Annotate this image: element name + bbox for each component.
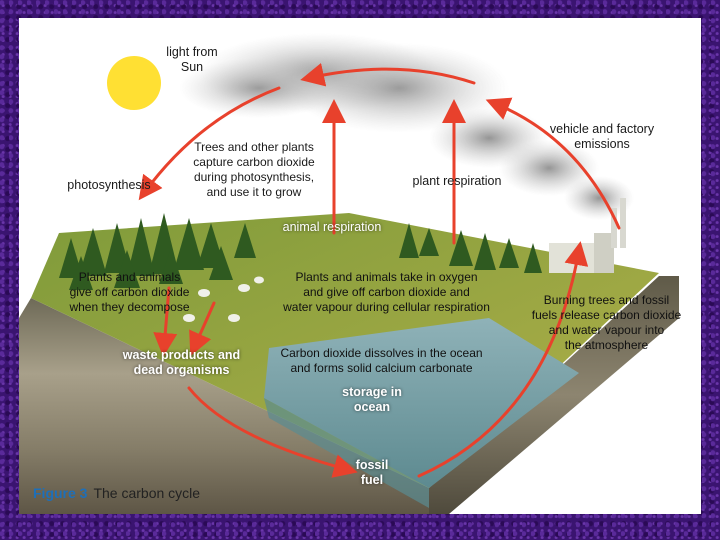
caption-number: Figure 3 [33, 485, 87, 501]
label-plant-respiration: plant respiration [397, 174, 517, 189]
figure-caption: Figure 3 The carbon cycle [33, 485, 200, 501]
carbon-cycle-diagram [19, 18, 701, 514]
label-photosynthesis: photosynthesis [49, 178, 169, 193]
label-animal-respiration: animal respiration [267, 220, 397, 235]
caption-text: The carbon cycle [93, 485, 200, 501]
